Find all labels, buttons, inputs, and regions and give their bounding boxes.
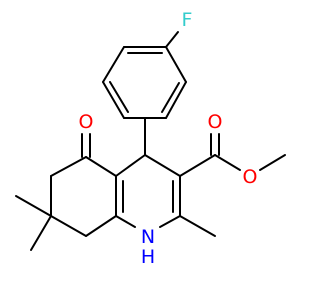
bond-c2-n xyxy=(159,215,181,228)
bond-ring-a6 xyxy=(102,46,125,83)
bond-c4a-c4 xyxy=(115,154,146,177)
bond-ester-c-o xyxy=(214,154,241,171)
bond-ring-a3 xyxy=(165,81,187,119)
bond-c2-methyl xyxy=(179,215,216,237)
methyl-ester xyxy=(179,133,286,177)
fluorine-label: F xyxy=(182,9,193,31)
bond-n-c8a xyxy=(115,215,136,228)
bond-c7-methyl-a xyxy=(15,195,52,217)
bond-c8-c8a xyxy=(85,215,117,237)
bond-c3-ester-c xyxy=(179,154,216,177)
bond-c7-methyl-b xyxy=(30,215,52,251)
cyclohexenone-ring xyxy=(15,133,117,251)
bond-c4-c3 xyxy=(144,154,181,177)
fluorophenyl-ring xyxy=(102,31,187,119)
ketone-oxygen-label: O xyxy=(79,111,94,133)
structure-drawing: F O O O N H xyxy=(15,9,286,268)
bond-c-f xyxy=(165,31,179,48)
dihydropyridine-ring xyxy=(115,117,216,237)
bond-ring-a3-inner xyxy=(161,82,180,113)
bond-ring-a5-inner xyxy=(109,81,129,113)
bond-c5-c6 xyxy=(50,156,87,177)
ester-carbonyl-oxygen-label: O xyxy=(208,111,223,133)
bond-o-methyl xyxy=(259,154,286,171)
bond-ring-a5 xyxy=(102,81,125,119)
bond-c4a-c5 xyxy=(85,156,117,177)
bond-c7-c8 xyxy=(50,215,87,237)
bond-ring-a2 xyxy=(165,46,187,83)
nitrogen-hydrogen-label: H xyxy=(141,246,155,268)
nitrogen-label: N xyxy=(141,226,155,248)
molecule-diagram: F O O O N H xyxy=(15,9,286,268)
ester-ether-oxygen-label: O xyxy=(243,166,258,188)
